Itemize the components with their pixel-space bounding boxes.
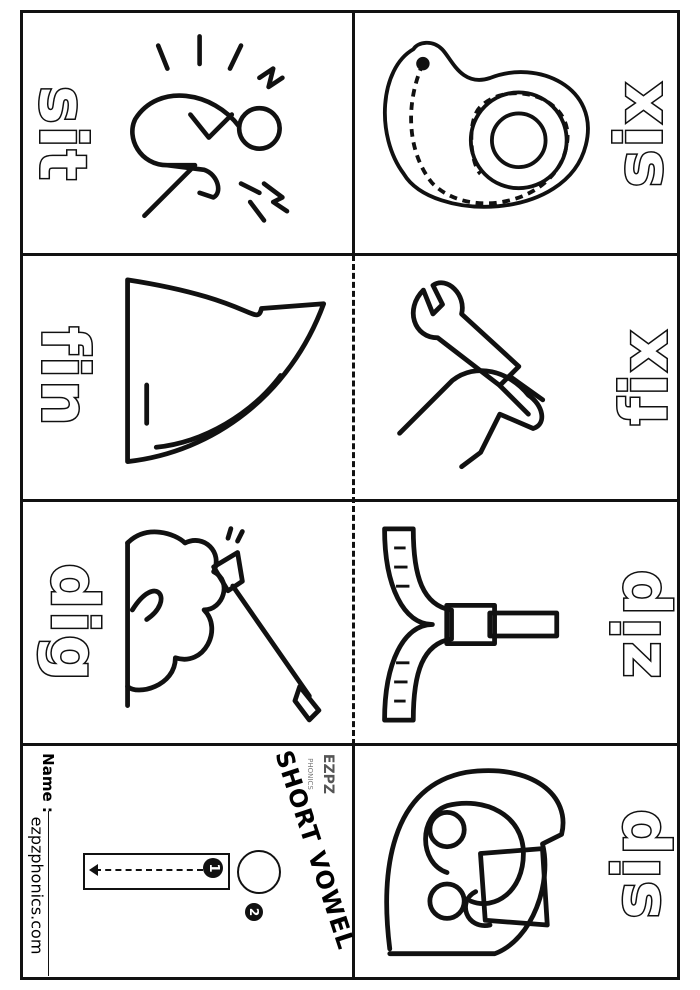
fin-icon xyxy=(125,277,327,464)
card-fin: fin xyxy=(23,256,350,498)
center-fold-line xyxy=(352,13,355,253)
person-sitting-icon xyxy=(130,34,290,223)
card-word: sit xyxy=(23,84,100,184)
trace-arrow-dashed xyxy=(95,869,203,871)
number-six-trace-icon xyxy=(382,40,590,209)
step-one-badge: 1 xyxy=(203,858,223,878)
card-word: fix xyxy=(607,327,684,427)
arrow-head-icon xyxy=(89,864,98,876)
trace-line-box xyxy=(83,853,230,890)
card-word: six xyxy=(602,79,679,189)
shovel-dirt-icon xyxy=(125,526,322,723)
row-divider xyxy=(23,743,677,746)
card-word: sip xyxy=(600,806,677,921)
website-link: ezpzphonics.com xyxy=(27,816,47,955)
card-word: fin xyxy=(25,325,102,429)
mini-book-sheet: sit six fin fix xyxy=(20,10,684,980)
cover-title: SHORT VOWEL xyxy=(269,746,361,954)
wrench-hand-icon xyxy=(397,280,546,470)
zipper-icon xyxy=(382,526,560,723)
card-fix: fix xyxy=(355,256,684,498)
dot-circle xyxy=(237,850,281,894)
step-two-badge: 2 xyxy=(245,903,263,921)
name-line xyxy=(48,811,49,976)
center-fold-line xyxy=(352,745,355,980)
card-sit: sit xyxy=(23,13,350,255)
card-word: zip xyxy=(600,566,677,680)
row-divider xyxy=(23,253,677,256)
person-sipping-icon xyxy=(384,768,566,957)
card-six: six xyxy=(355,13,682,255)
ezpz-logo: EZPZ PHONICS xyxy=(305,753,337,795)
card-dig: dig xyxy=(23,502,350,744)
name-label: Name : xyxy=(38,753,57,813)
card-word: dig xyxy=(34,562,111,685)
cover-card: Name : ezpzphonics.com 1 2 SHORT VOWEL E… xyxy=(23,746,360,980)
card-zip: zip xyxy=(355,502,682,744)
row-divider xyxy=(23,499,677,502)
card-sip: sip xyxy=(355,746,682,980)
